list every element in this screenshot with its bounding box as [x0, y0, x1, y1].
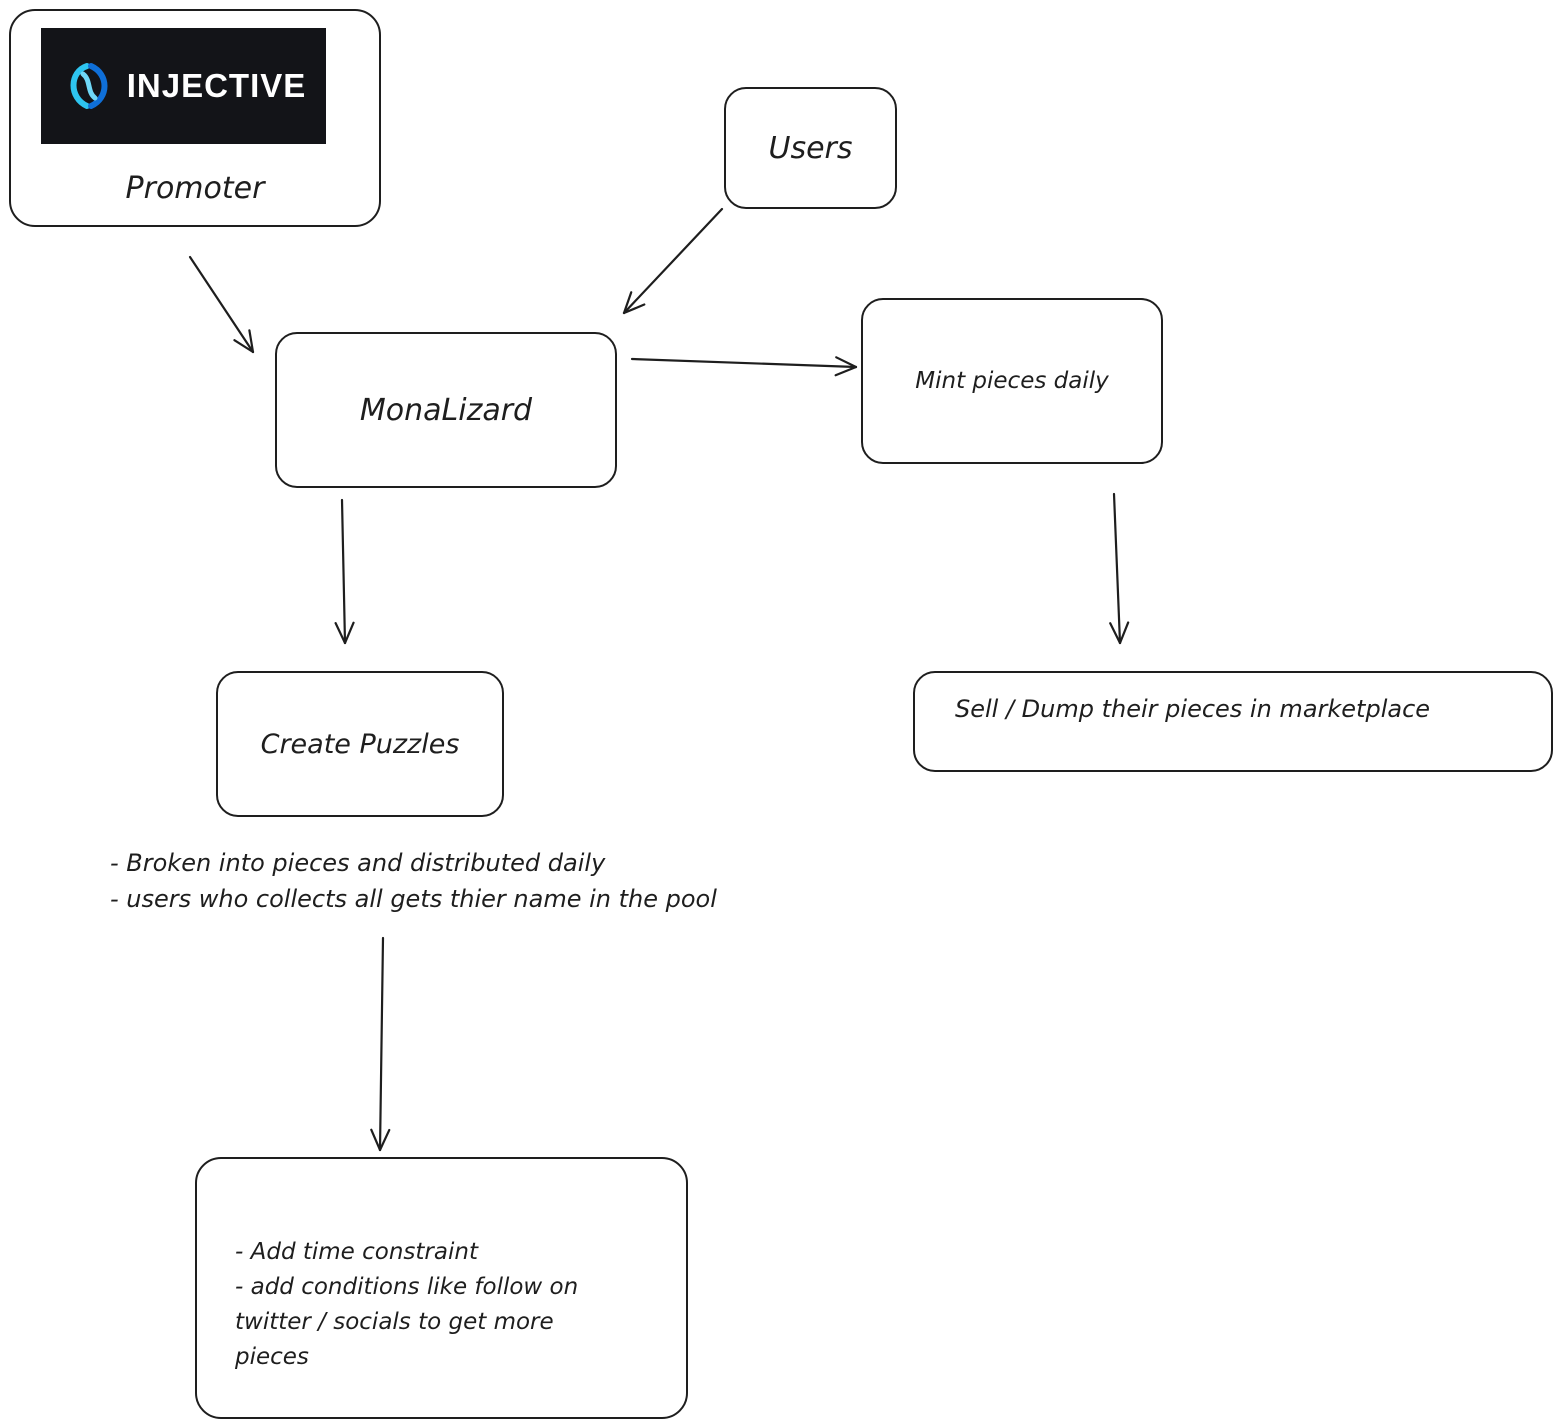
arrow-monalizard-to-mint — [630, 356, 858, 377]
monalizard-label: MonaLizard — [359, 392, 533, 428]
time-constraint-line: twitter / socials to get more — [235, 1309, 554, 1335]
puzzle-notes: - Broken into pieces and distributed dai… — [110, 845, 717, 917]
mint-pieces-node[interactable]: Mint pieces daily — [861, 298, 1163, 464]
promoter-label: Promoter — [125, 171, 265, 206]
users-node[interactable]: Users — [724, 87, 897, 209]
injective-logo-icon — [70, 63, 108, 109]
time-constraint-line: - Add time constraint — [235, 1239, 478, 1265]
promoter-node[interactable]: INJECTIVE Promoter — [9, 9, 381, 227]
logo-text: INJECTIVE — [126, 67, 307, 104]
sell-pieces-label: Sell / Dump their pieces in marketplace — [955, 695, 1431, 723]
users-label: Users — [768, 130, 853, 166]
monalizard-node[interactable]: MonaLizard — [275, 332, 617, 488]
puzzle-note-line: - Broken into pieces and distributed dai… — [110, 849, 606, 877]
arrow-promoter-to-monalizard — [188, 255, 255, 354]
arrow-users-to-monalizard — [622, 207, 724, 315]
arrow-mint-to-sell — [1109, 492, 1130, 645]
time-constraint-line: pieces — [235, 1344, 309, 1370]
injective-logo: INJECTIVE — [41, 28, 326, 144]
mint-pieces-label: Mint pieces daily — [915, 368, 1109, 394]
sell-pieces-node[interactable]: Sell / Dump their pieces in marketplace — [913, 671, 1553, 772]
time-constraint-node[interactable]: - Add time constraint - add conditions l… — [195, 1157, 688, 1419]
arrow-monalizard-to-puzzles — [334, 498, 355, 645]
arrow-notes-to-time — [370, 936, 391, 1152]
time-constraint-line: - add conditions like follow on — [235, 1274, 579, 1300]
create-puzzles-label: Create Puzzles — [260, 728, 460, 760]
puzzle-note-line: - users who collects all gets thier name… — [110, 885, 717, 913]
create-puzzles-node[interactable]: Create Puzzles — [216, 671, 504, 817]
